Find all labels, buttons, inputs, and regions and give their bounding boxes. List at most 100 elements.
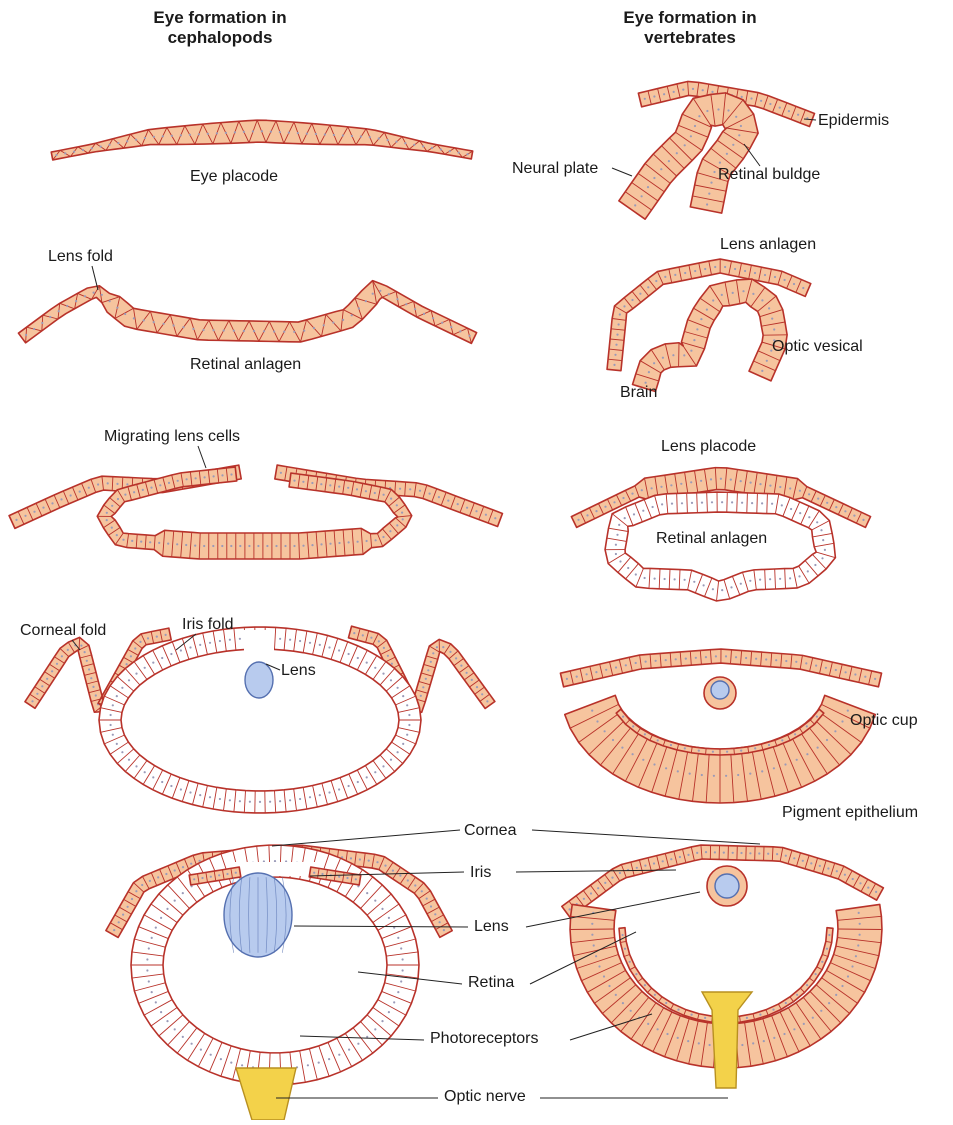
label-lens-anlagen: Lens anlagen xyxy=(720,236,816,254)
iris-cup-ring-nucleus xyxy=(279,638,281,640)
label-optic-vesical: Optic vesical xyxy=(772,338,863,356)
vert-cornea-sheet-nucleus xyxy=(653,862,655,864)
vert-cornea-sheet-nucleus xyxy=(696,852,698,854)
optic-cup-gap-nucleus xyxy=(794,733,796,735)
migrating-right-sheet-nucleus xyxy=(475,510,477,512)
vert-pigment-gap-nucleus xyxy=(654,994,656,996)
optic-cup-ectoderm-nucleus xyxy=(665,659,667,661)
retinal-anlagen-sheet-nucleus xyxy=(414,308,416,310)
vert-cornea-sheet-nucleus xyxy=(569,908,571,910)
optic-cup-ectoderm-nucleus xyxy=(815,665,817,667)
ceph-retina-ring-nucleus xyxy=(307,1064,309,1066)
vert-retina-wall-nucleus xyxy=(841,985,843,987)
migrating-left-sheet-nucleus xyxy=(107,482,109,484)
optic-cup-ectoderm-nucleus xyxy=(864,676,866,678)
eye-placode-sheet-nucleus xyxy=(135,139,137,141)
neural-plate-sheet-nucleus xyxy=(668,160,670,162)
ceph-retina-ring-nucleus xyxy=(400,947,402,949)
ceph-cornea-sheet-nucleus xyxy=(165,873,167,875)
retinal-anlagen-cup-nucleus xyxy=(751,502,753,504)
iris-cup-ring-nucleus xyxy=(382,765,384,767)
eye-placode-sheet-nucleus xyxy=(153,136,155,138)
vert-retina-wall-nucleus xyxy=(847,975,849,977)
migrating-left-sheet-nucleus xyxy=(70,494,72,496)
eye-placode-sheet-nucleus xyxy=(431,147,433,149)
migrating-cup-sheet-nucleus xyxy=(356,488,358,490)
retinal-anlagen-sheet-nucleus xyxy=(283,331,285,333)
iris-cup-ring-nucleus xyxy=(121,751,123,753)
migrating-cup-sheet-nucleus xyxy=(159,484,161,486)
iris-cup-ring-nucleus xyxy=(161,657,163,659)
epidermis-sheet-nucleus xyxy=(797,114,799,116)
vert-cornea-sheet-nucleus xyxy=(758,852,760,854)
vert-retina-wall-nucleus xyxy=(855,955,857,957)
corneal-fold-left-nucleus xyxy=(165,634,167,636)
retinal-anlagen-cup-nucleus xyxy=(771,503,773,505)
vert-retina-wall-nucleus xyxy=(741,1044,743,1046)
iris-cup-ring-nucleus xyxy=(112,734,114,736)
migrating-cup-sheet-nucleus xyxy=(366,540,368,542)
migrating-cup-sheet-nucleus xyxy=(167,543,169,545)
retinal-anlagen-cup-nucleus xyxy=(799,512,801,514)
label-iris-fold: Iris fold xyxy=(182,616,234,634)
optic-vesical-sheet-nucleus xyxy=(712,299,714,301)
label-lens: Lens xyxy=(474,918,509,936)
iris-cup-ring-nucleus xyxy=(180,788,182,790)
migrating-cup-sheet-nucleus xyxy=(150,487,152,489)
vert-cornea-sheet-nucleus xyxy=(810,862,812,864)
corneal-fold-left-nucleus xyxy=(51,670,53,672)
lens-anlagen-sheet-nucleus xyxy=(754,272,756,274)
eye-placode-sheet-nucleus xyxy=(108,144,110,146)
lens-placode-sheet-nucleus xyxy=(799,490,801,492)
retinal-anlagen-cup-nucleus xyxy=(684,579,686,581)
lens-placode-sheet-nucleus xyxy=(690,481,692,483)
neural-plate-sheet-nucleus xyxy=(735,116,737,118)
optic-cup-lens-body xyxy=(711,681,729,699)
iris-cup-ring-nucleus xyxy=(408,724,410,726)
vert-retina-wall-nucleus xyxy=(608,985,610,987)
neural-plate-sheet-nucleus xyxy=(726,153,728,155)
retinal-anlagen-cup-nucleus xyxy=(654,578,656,580)
optic-cup-ectoderm-nucleus xyxy=(765,658,767,660)
migrating-right-sheet-nucleus xyxy=(494,517,496,519)
migrating-cup-sheet-nucleus xyxy=(389,530,391,532)
vert-pigment-gap-nucleus xyxy=(806,984,808,986)
lens-placode-sheet-nucleus xyxy=(779,486,781,488)
optic-cup-gap-nucleus xyxy=(657,739,659,741)
corneal-fold-right-nucleus xyxy=(471,679,473,681)
retinal-anlagen-sheet-nucleus xyxy=(75,300,77,302)
corneal-fold-right-nucleus xyxy=(442,646,444,648)
vert-retina-wall-nucleus xyxy=(763,1040,765,1042)
corneal-fold-left-nucleus xyxy=(80,645,82,647)
retinal-anlagen-sheet-nucleus xyxy=(293,331,295,333)
vert-pigment-gap-nucleus xyxy=(746,1017,748,1019)
optic-vesical-sheet-nucleus xyxy=(732,292,734,294)
corneal-fold-right-nucleus xyxy=(460,665,462,667)
corneal-fold-left-nucleus xyxy=(156,636,158,638)
iris-cup-ring-nucleus xyxy=(239,800,241,802)
ceph-retina-ring-nucleus xyxy=(402,969,404,971)
migrating-left-sheet-nucleus xyxy=(88,487,90,489)
vert-cornea-sheet-nucleus xyxy=(619,872,621,874)
retinal-anlagen-cup-nucleus xyxy=(664,578,666,580)
eye-placode-sheet-nucleus xyxy=(216,132,218,134)
optic-cup-ectoderm-nucleus xyxy=(675,658,677,660)
ceph-optic-nerve xyxy=(236,1068,296,1120)
retinal-anlagen-sheet-nucleus xyxy=(468,335,470,337)
optic-vesical-sheet-nucleus xyxy=(768,307,770,309)
optic-cup-ectoderm-nucleus xyxy=(586,673,588,675)
corneal-fold-left-nucleus xyxy=(36,693,38,695)
retinal-anlagen-sheet-nucleus xyxy=(372,293,374,295)
optic-cup-wall-nucleus xyxy=(701,774,703,776)
eye-placode-sheet-nucleus xyxy=(126,140,128,142)
migrating-cup-sheet-nucleus xyxy=(257,545,259,547)
vert-cornea-sheet-nucleus xyxy=(687,854,689,856)
neural-plate-sheet-nucleus xyxy=(647,186,649,188)
vert-cornea-sheet-nucleus xyxy=(793,857,795,859)
migrating-cup-sheet-nucleus xyxy=(221,545,223,547)
iris-cup-ring-nucleus xyxy=(112,704,114,706)
retinal-anlagen-cup-nucleus xyxy=(740,583,742,585)
label-cornea: Cornea xyxy=(464,822,516,840)
migrating-right-sheet-nucleus xyxy=(280,472,282,474)
retinal-anlagen-cup-nucleus xyxy=(644,577,646,579)
